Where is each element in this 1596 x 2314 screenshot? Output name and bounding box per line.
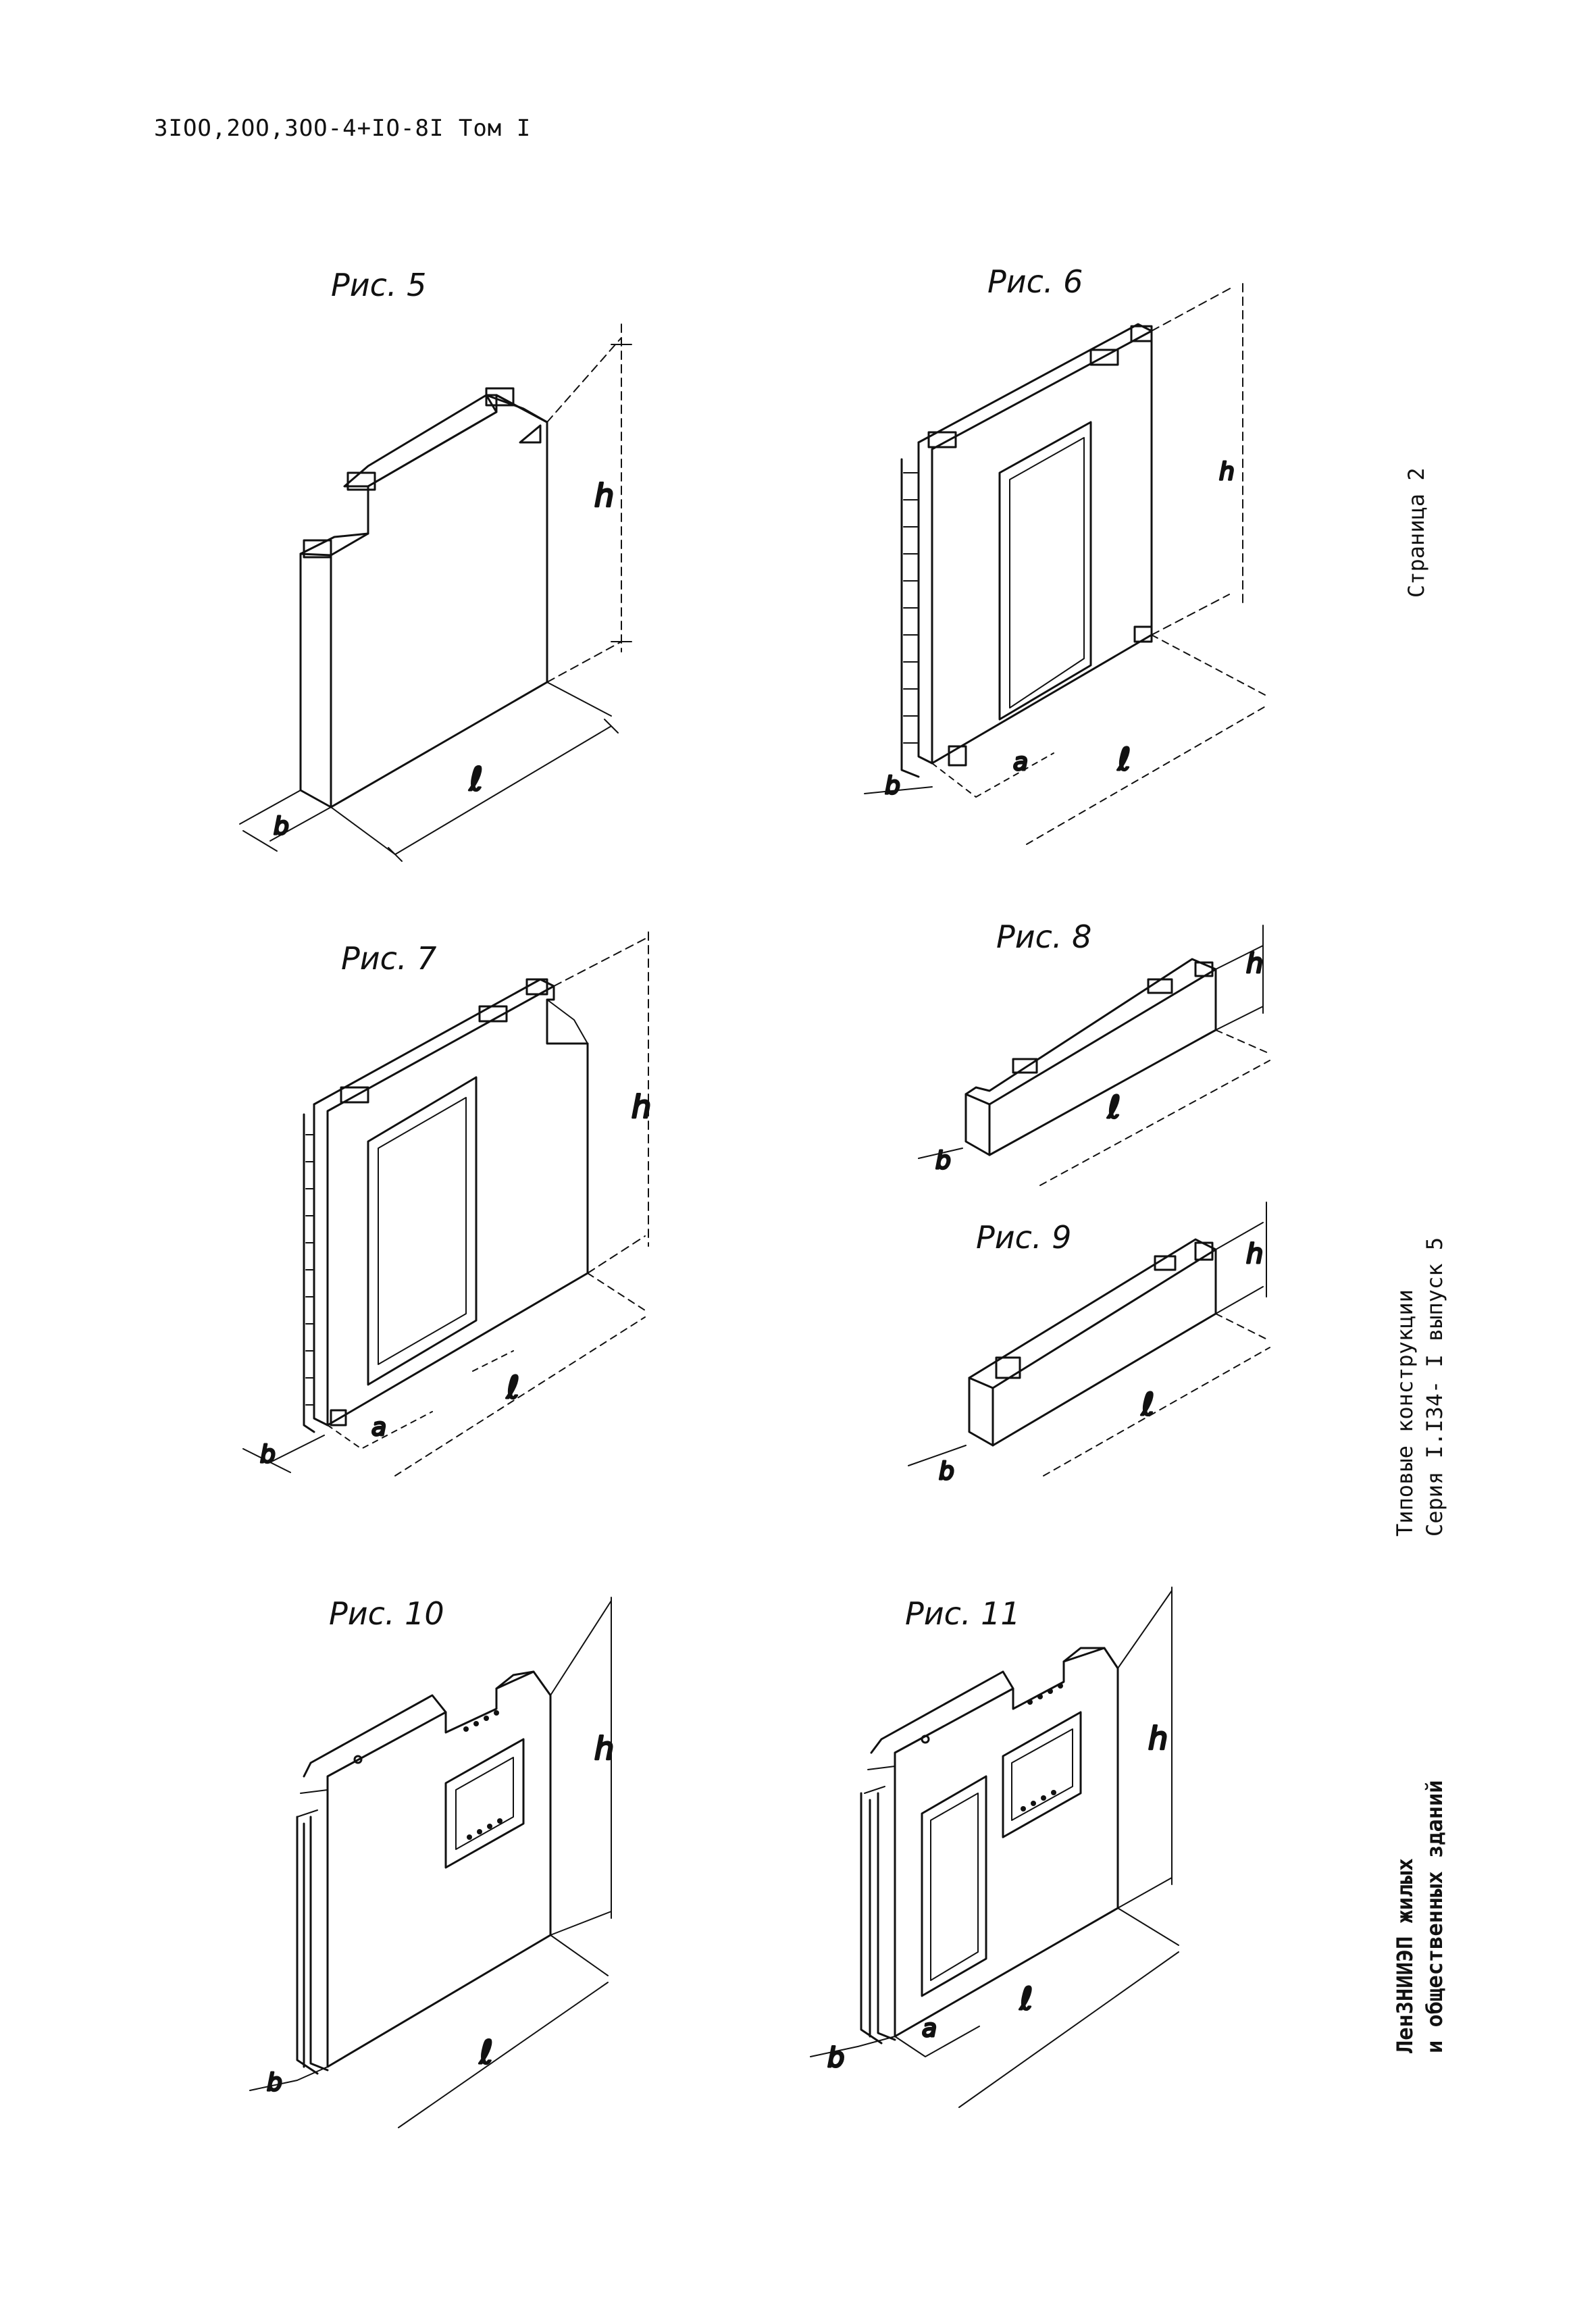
fig5-dim-l: ℓ bbox=[469, 761, 483, 798]
fig7-dim-l: ℓ bbox=[506, 1369, 519, 1406]
figure-5-drawing: h ℓ b bbox=[239, 324, 632, 862]
fig10-dim-l: ℓ bbox=[479, 2034, 493, 2072]
fig7-dim-h: h bbox=[632, 1089, 651, 1125]
figure-11-drawing: h ℓ a b bbox=[810, 1587, 1179, 2108]
fig8-dim-h: h bbox=[1246, 948, 1263, 979]
figure-7-drawing: h ℓ a b bbox=[242, 931, 652, 1476]
figure-9-drawing: h ℓ b bbox=[908, 1202, 1270, 1487]
fig5-dim-h: h bbox=[594, 478, 614, 514]
fig11-dim-b: b bbox=[827, 2042, 844, 2074]
fig9-dim-b: b bbox=[939, 1458, 954, 1485]
fig8-dim-b: b bbox=[935, 1147, 951, 1175]
fig10-dim-b: b bbox=[267, 2069, 282, 2097]
fig9-dim-l: ℓ bbox=[1141, 1386, 1154, 1422]
figure-6-label: Рис. 6 bbox=[987, 263, 1083, 300]
fig6-dim-b: b bbox=[885, 772, 900, 800]
figure-8-drawing: h ℓ b bbox=[918, 925, 1270, 1186]
fig5-dim-b: b bbox=[274, 813, 289, 840]
figure-11-label: Рис. 11 bbox=[905, 1595, 1021, 1632]
figure-10-drawing: h ℓ b bbox=[249, 1597, 615, 2128]
document-header-code: ЗIОО,2ОО,3ОО-4+IО-8I Том I bbox=[154, 115, 532, 142]
figure-8-label: Рис. 8 bbox=[996, 919, 1092, 955]
figure-5-label: Рис. 5 bbox=[331, 267, 427, 303]
fig7-dim-b: b bbox=[260, 1441, 276, 1468]
fig8-dim-l: ℓ bbox=[1107, 1089, 1121, 1125]
figure-10-label: Рис. 10 bbox=[329, 1595, 444, 1632]
fig11-dim-h: h bbox=[1148, 1720, 1168, 1757]
fig11-dim-l: ℓ bbox=[1019, 1980, 1033, 2017]
figure-9-label: Рис. 9 bbox=[976, 1219, 1072, 1256]
figure-6-drawing: h ℓ a b bbox=[864, 283, 1267, 845]
fig6-dim-l: ℓ bbox=[1117, 741, 1131, 777]
fig6-dim-h: h bbox=[1219, 458, 1235, 486]
fig10-dim-h: h bbox=[594, 1730, 614, 1767]
fig7-dim-a: a bbox=[371, 1414, 386, 1441]
figure-7-label: Рис. 7 bbox=[341, 940, 437, 977]
fig11-dim-a: a bbox=[922, 2015, 937, 2042]
fig6-dim-a: a bbox=[1013, 748, 1028, 776]
fig9-dim-h: h bbox=[1246, 1239, 1263, 1270]
